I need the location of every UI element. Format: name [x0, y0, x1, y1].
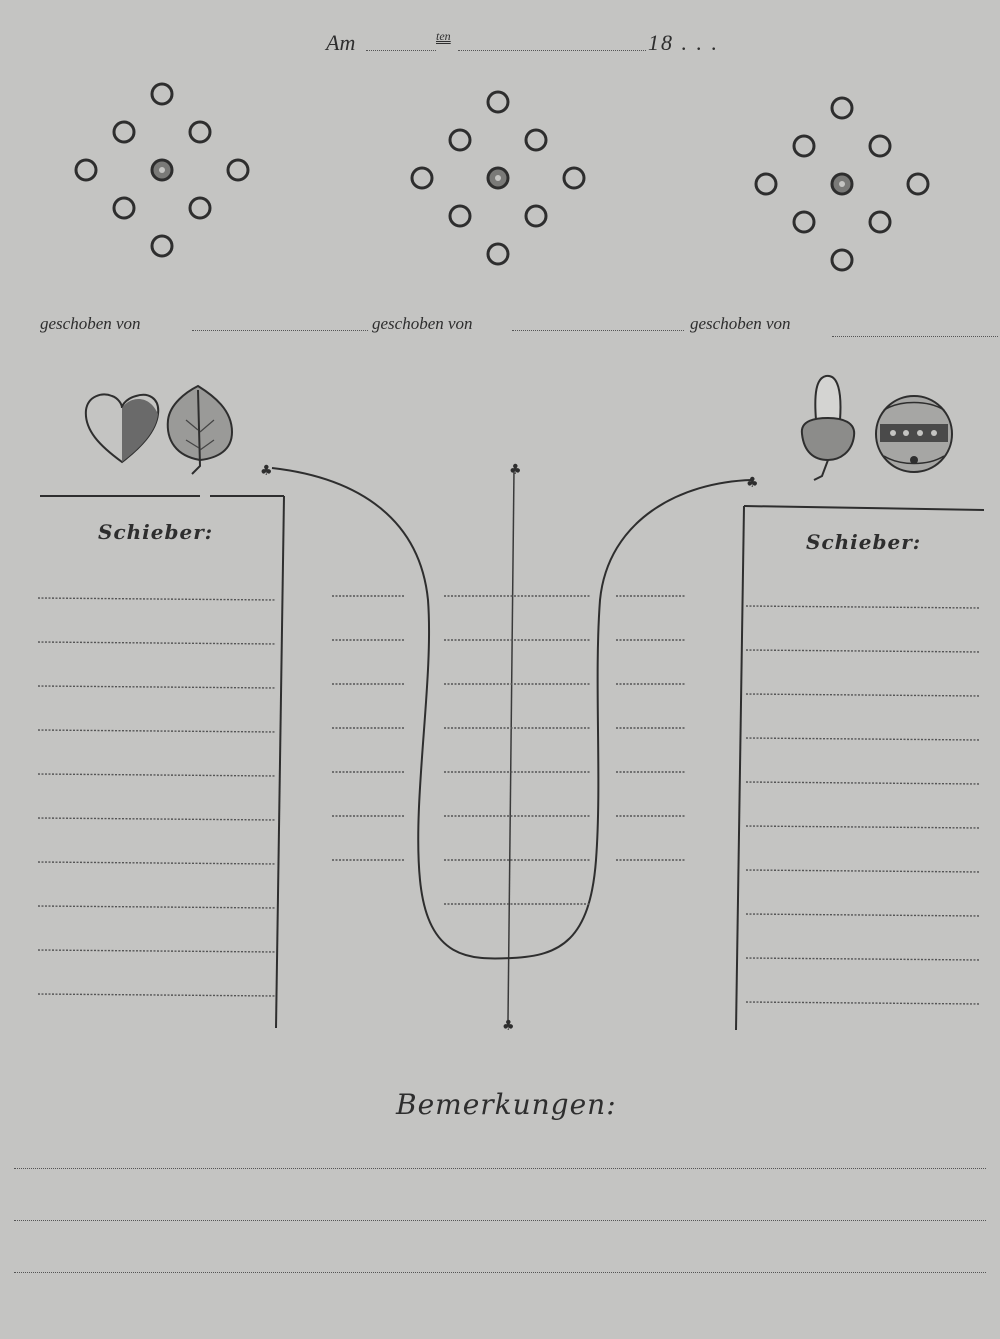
remarks-line-3[interactable]: [14, 1272, 986, 1273]
leaf-icon: [166, 384, 234, 475]
right-score-line-2[interactable]: [745, 649, 981, 653]
pin-3-8: [868, 210, 892, 234]
pin-1-4: [188, 120, 212, 144]
left-score-line-5[interactable]: [37, 773, 277, 777]
remarks-label: Bemerkungen:: [396, 1088, 617, 1121]
pin-1-1: [150, 82, 174, 106]
pin-2-1: [486, 90, 510, 114]
pin-2-6: [448, 204, 472, 228]
left-score-line-10[interactable]: [37, 993, 277, 997]
heart-icon: [84, 393, 160, 464]
right-score-line-6[interactable]: [745, 825, 981, 829]
pin-1-9: [150, 234, 174, 258]
pin-2-2: [448, 128, 472, 152]
date-year: 18 . . .: [648, 30, 719, 55]
right-score-line-8[interactable]: [745, 913, 981, 917]
right-score-line-7[interactable]: [745, 869, 981, 873]
pin-2-7: [562, 166, 586, 190]
pushed-by-label-2: geschoben von: [372, 314, 473, 333]
pin-3-1: [830, 96, 854, 120]
remarks-line-1[interactable]: [14, 1168, 986, 1169]
left-score-line-4[interactable]: [37, 729, 277, 733]
king-pin-center-3: [839, 181, 845, 187]
pin-1-3: [74, 158, 98, 182]
pushed-by-field-3[interactable]: [832, 336, 998, 337]
pushed-by-label-1: geschoben von: [40, 314, 141, 333]
left-score-line-9[interactable]: [37, 949, 277, 953]
acorn-icon: [800, 374, 856, 481]
pin-3-7: [906, 172, 930, 196]
pin-2-4: [524, 128, 548, 152]
pin-3-3: [754, 172, 778, 196]
pin-3-2: [792, 134, 816, 158]
right-score-line-3[interactable]: [745, 693, 981, 697]
bell-icon: [875, 395, 953, 473]
right-score-line-9[interactable]: [745, 957, 981, 961]
pin-2-8: [524, 204, 548, 228]
pushed-by-field-1[interactable]: [192, 330, 368, 331]
king-pin-center-1: [159, 167, 165, 173]
pin-1-2: [112, 120, 136, 144]
left-pusher-label: Schieber:: [98, 520, 214, 544]
right-score-line-1[interactable]: [745, 605, 981, 609]
svg-text:♣: ♣: [260, 463, 273, 479]
left-score-line-7[interactable]: [37, 861, 277, 865]
right-score-line-10[interactable]: [745, 1001, 981, 1005]
pin-3-6: [792, 210, 816, 234]
left-score-line-3[interactable]: [37, 685, 277, 689]
right-pusher-label: Schieber:: [806, 530, 922, 554]
left-score-line-1[interactable]: [37, 597, 277, 601]
left-score-line-2[interactable]: [37, 641, 277, 645]
date-month-line[interactable]: [458, 50, 646, 51]
date-day-line[interactable]: [366, 50, 436, 51]
svg-text:♣: ♣: [746, 475, 759, 491]
pushed-by-label-3: geschoben von: [690, 314, 791, 333]
left-score-line-6[interactable]: [37, 817, 277, 821]
right-score-line-5[interactable]: [745, 781, 981, 785]
pin-3-9: [830, 248, 854, 272]
pin-1-7: [226, 158, 250, 182]
right-score-line-4[interactable]: [745, 737, 981, 741]
pushed-by-field-2[interactable]: [512, 330, 684, 331]
svg-text:♣: ♣: [509, 462, 522, 478]
pin-2-9: [486, 242, 510, 266]
pin-2-3: [410, 166, 434, 190]
left-score-line-8[interactable]: [37, 905, 277, 909]
date-label-am: Am: [326, 30, 356, 55]
remarks-line-2[interactable]: [14, 1220, 986, 1221]
king-pin-center-2: [495, 175, 501, 181]
pin-3-4: [868, 134, 892, 158]
svg-text:♣: ♣: [502, 1018, 515, 1034]
pin-1-6: [112, 196, 136, 220]
pin-1-8: [188, 196, 212, 220]
date-label-ten: ten: [436, 29, 451, 43]
